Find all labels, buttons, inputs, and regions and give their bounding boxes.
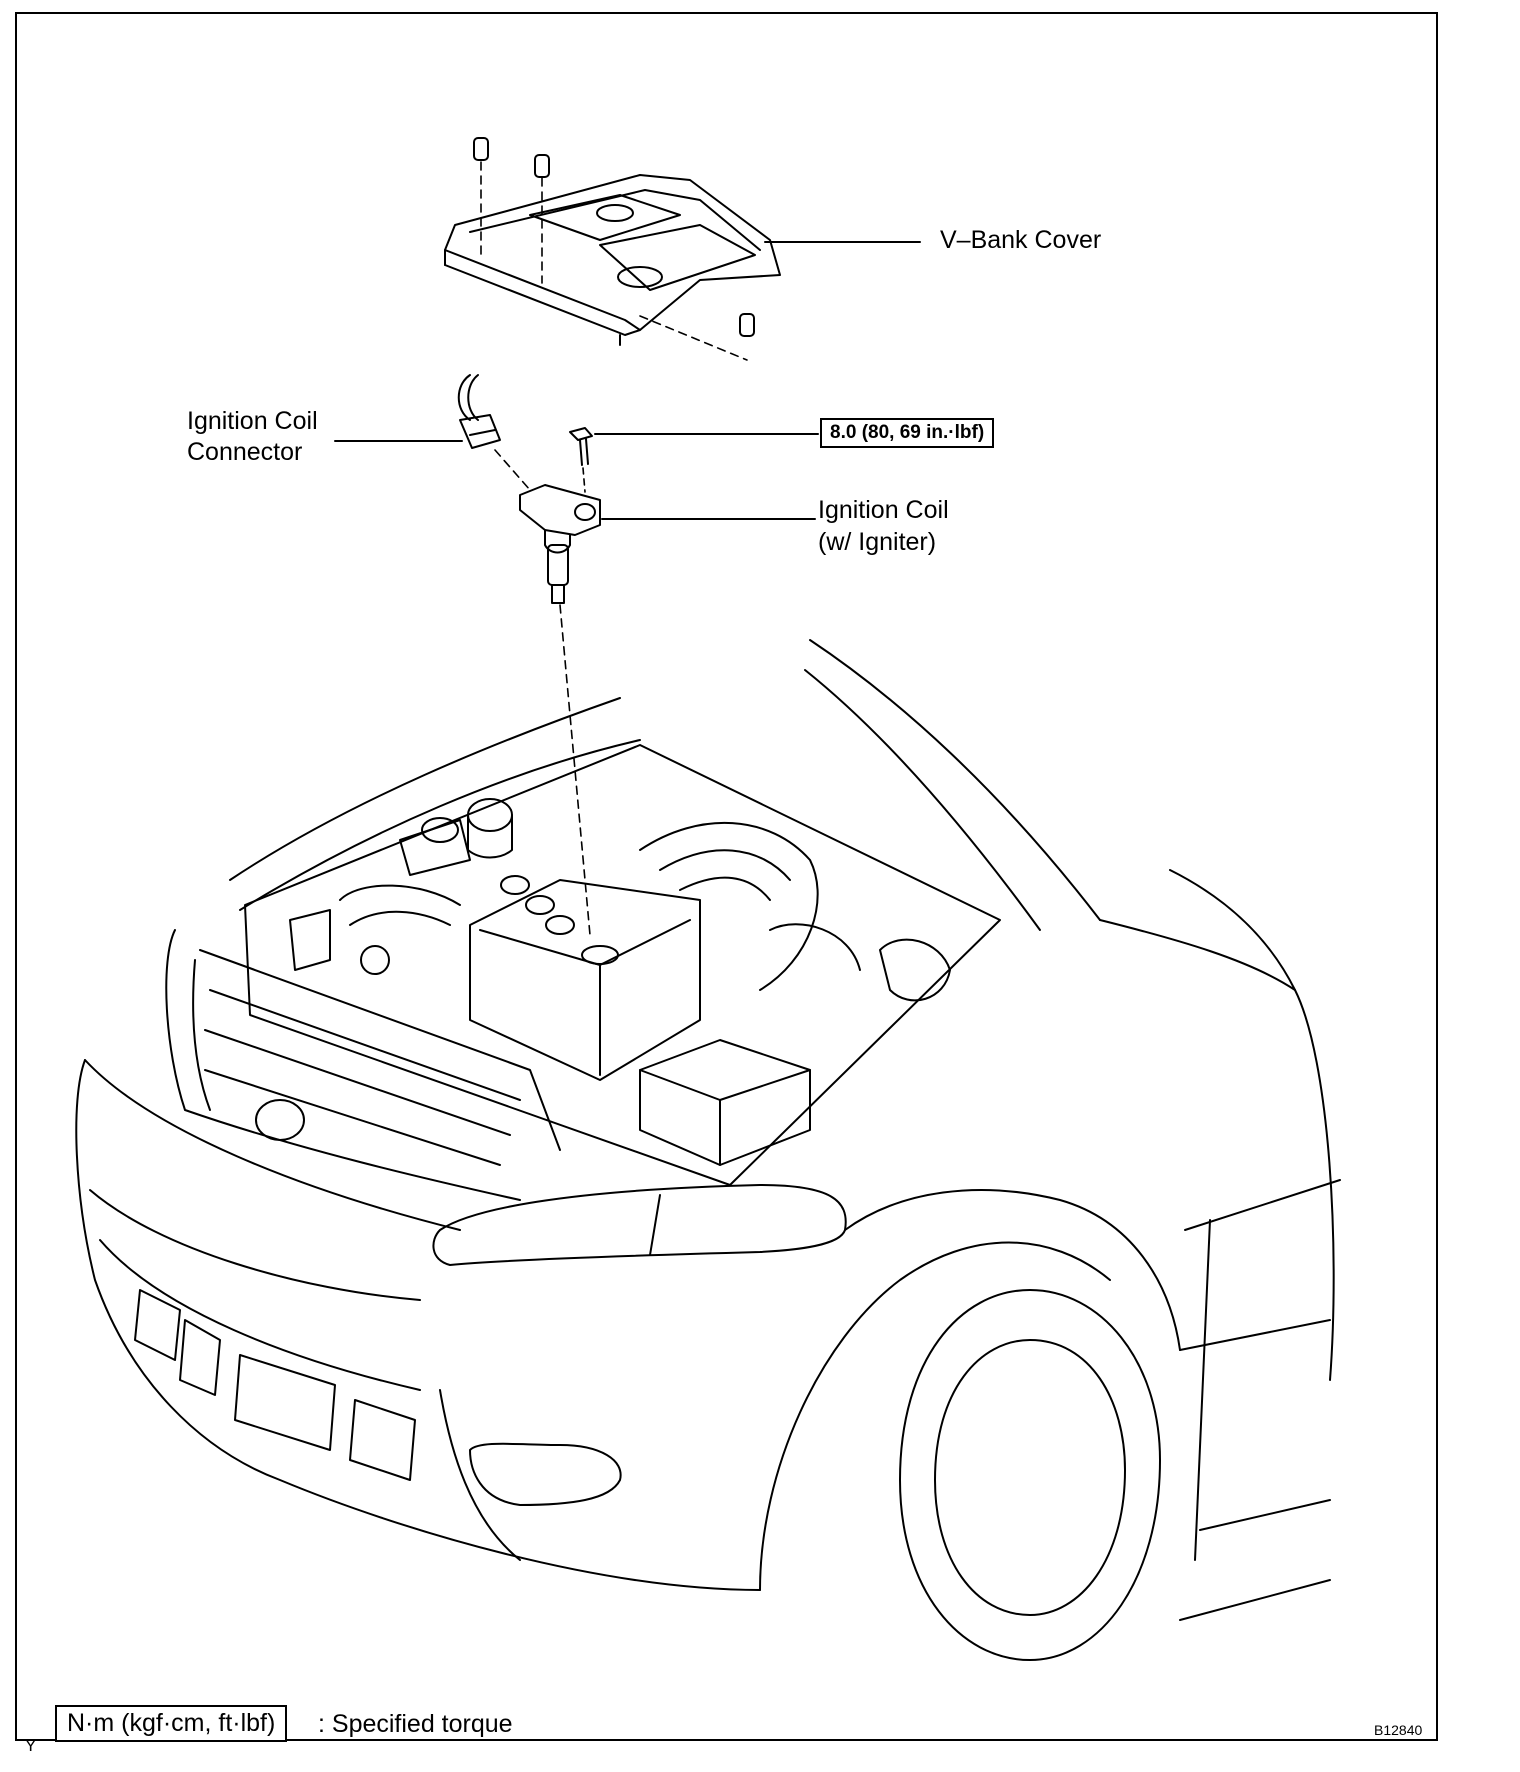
ignition-coil-label-line2: (w/ Igniter) — [818, 528, 937, 556]
bolt-guide-line — [582, 467, 586, 493]
torque-unit-legend-box: N·m (kgf·cm, ft·lbf) — [55, 1705, 288, 1742]
grommet-guide-lines — [480, 161, 748, 361]
ignition-coil-connector-drawing — [457, 374, 501, 449]
connector-guide-line — [494, 449, 531, 491]
spark-plug-guide-line — [559, 604, 591, 936]
v-bank-cover-drawing — [444, 174, 781, 346]
ignition-coil-connector-label-line1: Ignition Coil — [187, 407, 318, 435]
figure-code: B12840 — [1374, 1722, 1423, 1738]
diagram-frame — [15, 12, 1438, 1741]
ignition-coil-connector-label-line2: Connector — [187, 438, 303, 466]
bolt-drawing — [569, 427, 593, 466]
ignition-coil-label-line1: Ignition Coil — [818, 496, 949, 524]
grommet-drawings — [473, 137, 755, 337]
torque-spec-box: 8.0 (80, 69 in.·lbf) — [820, 418, 995, 448]
corner-mark: Y — [25, 1736, 37, 1755]
ignition-coil-drawing — [519, 484, 601, 604]
vehicle-drawing — [75, 639, 1341, 1661]
torque-legend-description: : Specified torque — [318, 1710, 513, 1738]
v-bank-cover-label: V–Bank Cover — [940, 226, 1102, 254]
